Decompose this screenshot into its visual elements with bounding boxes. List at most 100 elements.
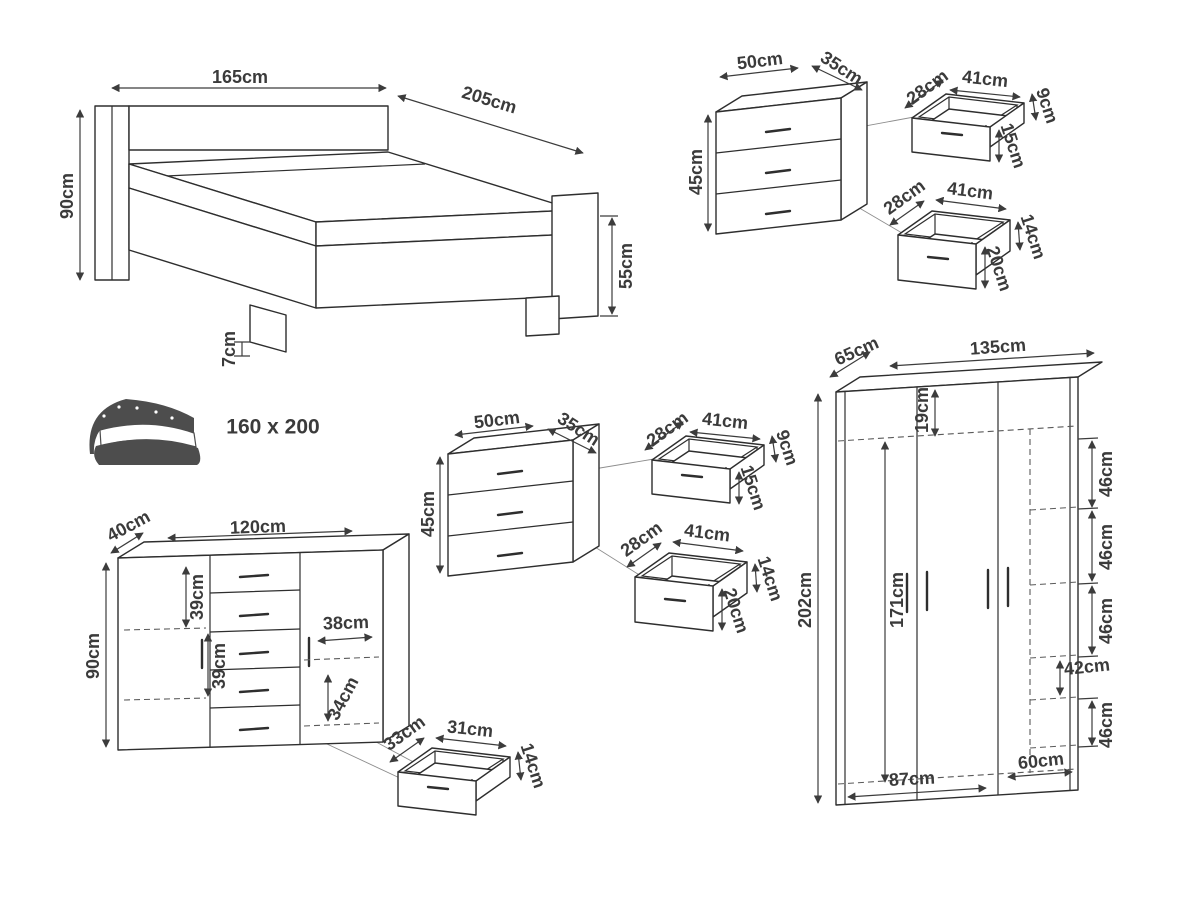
wardrobe-shelves-dashed (1029, 506, 1079, 749)
door-handle (905, 566, 1010, 614)
wardrobe-bottom-right-label: 60cm (1017, 748, 1065, 773)
drawer-large-top-diagram: 28cm 41cm 14cm 20cm (880, 175, 1050, 293)
nightstand-depth-dim-line (811, 65, 863, 91)
bed-icon-star (117, 405, 121, 409)
bed-side-height-label: 55cm (616, 243, 636, 289)
drawer-depth-dim-line (904, 79, 944, 109)
nightstand-drawer-lines (447, 480, 574, 537)
drawer-height-label: 15cm (737, 463, 770, 513)
nightstand-width-label: 50cm (736, 48, 784, 73)
wardrobe-front-face (835, 376, 1079, 806)
nightstand-height-label: 45cm (418, 491, 438, 537)
dresser-depth-label: 40cm (103, 506, 153, 545)
bed-icon-star (170, 416, 174, 420)
dresser-depth-dim-line (110, 532, 144, 554)
nightstand-front-face (447, 439, 574, 577)
drawer-width-dim-line (689, 428, 761, 443)
drawer-width-dim-line (949, 86, 1021, 101)
dresser-front-face (117, 549, 384, 751)
drawer-small-middle-diagram: 28cm 41cm 9cm 15cm (643, 407, 803, 512)
bed-diagram: 165cm 205cm 90cm 55cm 7cm (57, 67, 636, 367)
bed-icon-star (135, 406, 139, 410)
bed-icon-star (102, 414, 106, 418)
drawer-width-label: 31cm (446, 716, 494, 741)
mattress-size-label: 160 x 200 (226, 416, 319, 439)
dresser-diagram: 40cm 120cm 90cm 39cm 39cm 38cm 34cm (83, 506, 433, 781)
bed-mattress-crease (165, 163, 426, 177)
drawer-width-dim-line (672, 538, 744, 555)
nightstand-depth-dim-line (547, 428, 597, 454)
dresser-left-lower-label: 39cm (209, 643, 229, 689)
dresser-drawer-lines (209, 589, 301, 709)
dresser-side-face (382, 533, 410, 743)
drawer-front-height-label: 9cm (772, 427, 802, 467)
drawer-handle (238, 573, 270, 732)
dresser-left-shelf-dashed (123, 627, 207, 701)
drawer-depth-label: 28cm (880, 175, 929, 218)
bed-icon-base (94, 439, 201, 465)
drawer-height-label: 20cm (983, 244, 1016, 294)
drawer-width-label: 41cm (701, 408, 749, 433)
drawer-small-top-diagram: 28cm 41cm 9cm 15cm (903, 65, 1063, 170)
wardrobe-height-label: 202cm (795, 572, 815, 628)
drawer-width-dim-line (935, 196, 1007, 213)
wardrobe-bottom-left-dim-line (847, 784, 987, 801)
drawer-depth-dim-line (389, 737, 425, 763)
wardrobe-shelf-gap-label: 46cm (1096, 598, 1116, 644)
drawer-depth-dim-line (889, 200, 925, 226)
bed-type-icon: 160 x 200 (89, 399, 320, 465)
nightstand-drawer-lines (715, 138, 842, 195)
drawer-width-label: 41cm (946, 178, 994, 203)
dresser-right-shelf-dashed (303, 656, 380, 727)
nightstand-top-diagram: 50cm 35cm 45cm (686, 47, 915, 235)
dresser-left-upper-label: 39cm (187, 574, 207, 620)
dresser-right-upper-label: 38cm (323, 612, 370, 634)
bed-icon-headboard (89, 399, 194, 454)
drawer-exploded-view (396, 746, 512, 817)
drawer-front-height-label: 14cm (1017, 212, 1050, 262)
wardrobe-width-label: 135cm (969, 335, 1026, 359)
bed-leg-height-dim-line (234, 341, 250, 357)
drawer-front-height-dim-line (768, 435, 780, 463)
nightstand-height-label: 45cm (686, 149, 706, 195)
bed-width-label: 165cm (212, 67, 268, 87)
drawer-front-height-dim-line (1028, 93, 1040, 121)
drawer-width-label: 41cm (961, 66, 1009, 91)
wardrobe-top-gap-label: 19cm (912, 387, 932, 433)
bed-footboard-panel (551, 192, 599, 320)
nightstand-width-dim-line (719, 64, 799, 81)
wardrobe-shelf-gap-label: 42cm (1063, 654, 1111, 679)
drawer-height-dim-line (514, 751, 525, 781)
wardrobe-interior-height-label: 171cm (887, 572, 907, 628)
drawer-height-label: 14cm (517, 741, 550, 791)
wardrobe-bottom-right-dim-line (1007, 768, 1073, 781)
bed-length-dim-line (397, 94, 584, 155)
drawer-depth-dim-line (644, 421, 684, 451)
drawer-width-label: 41cm (683, 520, 731, 545)
wardrobe-shelf-gap-label: 46cm (1096, 524, 1116, 570)
drawer-large-middle-diagram: 28cm 41cm 14cm 20cm (617, 517, 787, 635)
wardrobe-door-lines (916, 382, 999, 800)
wardrobe-shelf-gap-label: 46cm (1096, 451, 1116, 497)
nightstand-depth-label: 35cm (817, 47, 867, 89)
wardrobe-frame-lines (844, 378, 1071, 804)
wardrobe-depth-label: 65cm (831, 332, 881, 369)
nightstand-front-face (715, 97, 842, 235)
drawer-width-dim-line (435, 734, 507, 750)
drawer-front-height-label: 14cm (754, 554, 787, 604)
nightstand-middle-diagram: 50cm 35cm 45cm (418, 407, 655, 577)
wardrobe-shelf-gap-label: 46cm (1096, 702, 1116, 748)
nightstand-side-face (840, 81, 868, 221)
nightstand-width-dim-line (454, 422, 534, 439)
bed-leg-right (525, 295, 560, 337)
door-handle (200, 636, 311, 670)
drawer-height-label: 20cm (720, 586, 753, 636)
drawer-front-height-dim-line (751, 563, 761, 593)
drawer-depth-label: 28cm (617, 517, 666, 560)
drawer-front-height-dim-line (1014, 221, 1024, 251)
drawer-front-height-label: 9cm (1032, 85, 1062, 125)
wardrobe-diagram: 65cm 135cm 202cm 171cm 19cm 46cm 46cm 46… (795, 332, 1116, 806)
dresser-height-label: 90cm (83, 633, 103, 679)
